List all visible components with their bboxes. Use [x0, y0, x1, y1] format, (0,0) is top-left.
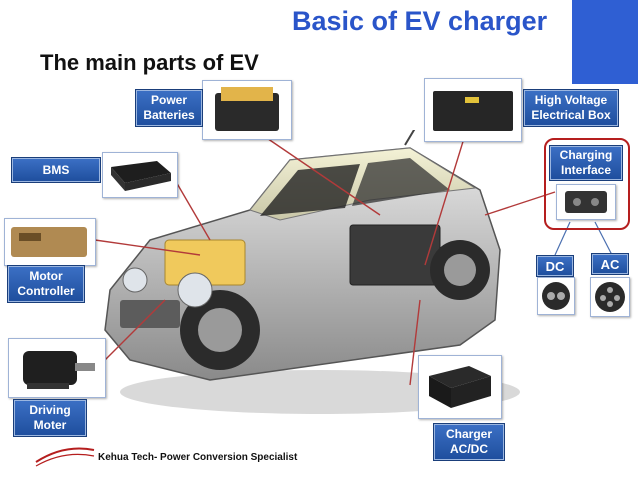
charger-image	[418, 355, 502, 419]
charging-interface-label: Charging Interface	[550, 146, 622, 180]
ac-label: AC	[592, 254, 628, 274]
footer-tagline: Kehua Tech- Power Conversion Specialist	[98, 452, 298, 463]
driving-motor-label-line1: Driving	[29, 403, 71, 417]
motor-controller-label-line1: Motor	[29, 269, 63, 283]
bms-label: BMS	[12, 158, 100, 182]
motor-controller-label-line2: Controller	[17, 284, 75, 298]
dc-label-text: DC	[545, 258, 565, 274]
dc-label: DC	[537, 256, 573, 276]
driving-motor-label: Driving Moter	[14, 400, 86, 436]
motor-controller-image	[4, 218, 96, 266]
motor-controller-label: Motor Controller	[8, 266, 84, 302]
kehua-logo	[34, 440, 96, 473]
dc-connector-image	[537, 277, 575, 315]
power-batteries-label-line1: Power	[150, 93, 187, 107]
ac-connector-image	[590, 277, 630, 317]
charging-interface-label-line1: Charging	[559, 148, 613, 162]
ev-car-illustration	[104, 130, 520, 414]
high-voltage-box-label-line2: Electrical Box	[531, 108, 611, 122]
ac-label-text: AC	[600, 256, 620, 272]
charging-interface-label-line2: Interface	[560, 163, 612, 177]
driving-motor-label-line2: Moter	[33, 418, 67, 432]
high-voltage-box-label-line1: High Voltage	[534, 93, 608, 107]
corner-accent-block	[572, 0, 638, 84]
power-batteries-image	[202, 80, 292, 140]
slide-title: Basic of EV charger	[292, 6, 548, 36]
charger-label-line2: AC/DC	[450, 442, 488, 456]
power-batteries-label-line2: Batteries	[143, 108, 195, 122]
driving-motor-image	[8, 338, 106, 398]
power-batteries-label: Power Batteries	[136, 90, 202, 126]
bms-image	[102, 152, 178, 198]
charging-interface-image	[556, 184, 616, 220]
charger-label: Charger AC/DC	[434, 424, 504, 460]
bms-label-text: BMS	[42, 162, 70, 177]
charger-label-line1: Charger	[445, 427, 492, 441]
high-voltage-box-image	[424, 78, 522, 142]
high-voltage-box-label: High Voltage Electrical Box	[524, 90, 618, 126]
charging-interface-frame	[544, 138, 630, 230]
slide-subtitle: The main parts of EV	[40, 50, 259, 75]
